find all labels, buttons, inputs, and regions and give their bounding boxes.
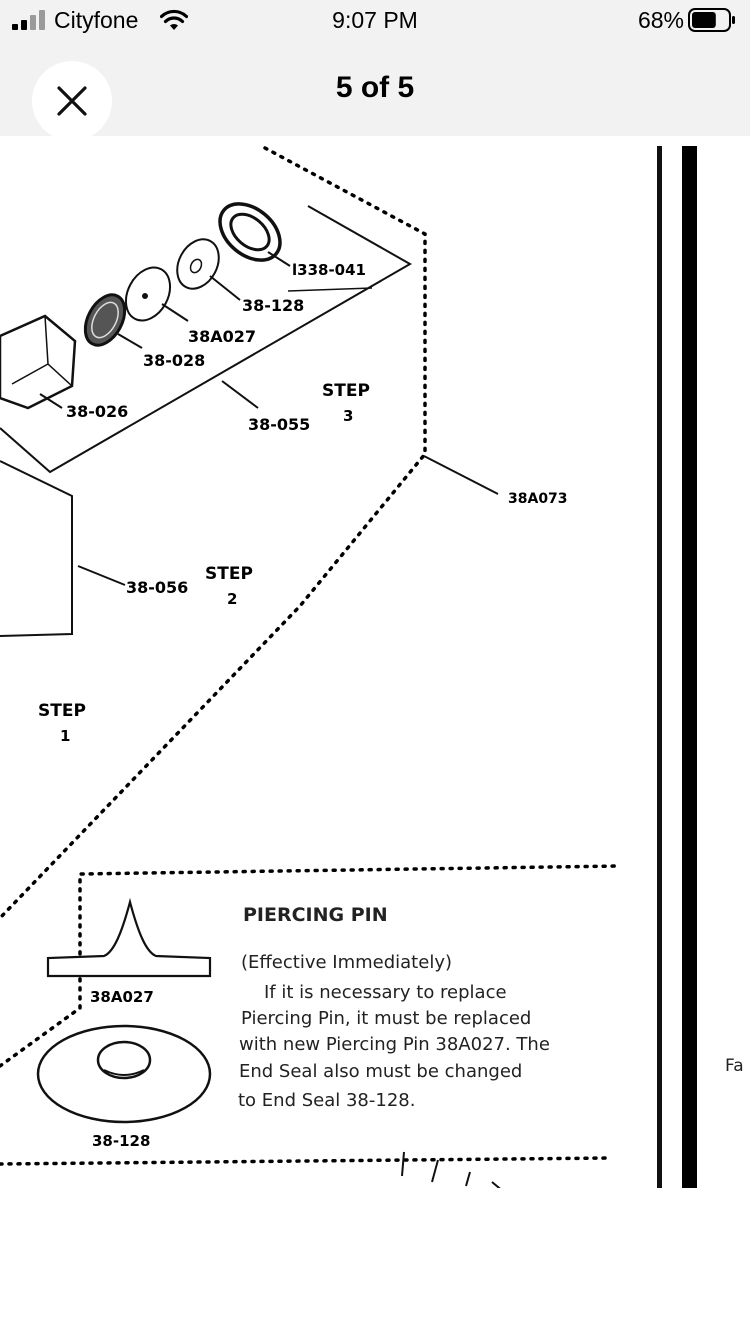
note-line-1: If it is necessary to replace	[264, 982, 507, 1003]
note-line-2: Piercing Pin, it must be replaced	[241, 1008, 532, 1029]
leader-lines	[39, 251, 499, 586]
close-button[interactable]	[32, 61, 112, 141]
piercing-pin-drawing	[46, 897, 212, 978]
battery-icon	[688, 8, 735, 32]
step1-number: 1	[60, 727, 70, 745]
parts-diagram: l338-041 38-128 38A027 38-028 38-026 38-…	[0, 146, 697, 1188]
step2-label: STEP	[205, 564, 253, 584]
part-label-38a027: 38A027	[188, 327, 256, 346]
step2-box	[0, 460, 73, 637]
note-line-4: End Seal also must be changed	[239, 1061, 523, 1082]
step2-number: 2	[227, 590, 237, 608]
clock: 9:07 PM	[332, 7, 418, 33]
page-border-thin	[657, 146, 662, 1188]
signal-icon	[12, 10, 45, 30]
page-counter-title: 5 of 5	[335, 71, 415, 104]
part-label-38-028: 38-028	[143, 351, 205, 370]
retaining-ring-part	[218, 202, 282, 262]
step3-number: 3	[343, 407, 353, 425]
battery-percentage: 68%	[637, 7, 684, 33]
step3-tray	[0, 205, 413, 474]
status-bar: Cityfone 9:07 PM 68%	[0, 0, 750, 44]
note-line-5: to End Seal 38-128.	[238, 1090, 416, 1111]
part-label-38-055: 38-055	[248, 415, 310, 434]
part-label-338-041: l338-041	[292, 261, 366, 279]
step1-label: STEP	[38, 701, 86, 721]
part-label-38a073: 38A073	[508, 491, 568, 507]
viewer-header: 5 of 5	[0, 44, 750, 141]
part-label-38-128: 38-128	[242, 296, 304, 315]
step3-label: STEP	[322, 381, 370, 401]
piercing-pin-part	[124, 266, 172, 322]
end-seal-drawing	[36, 1024, 212, 1124]
note-heading: PIERCING PIN	[243, 904, 388, 926]
close-icon	[57, 86, 87, 116]
pin-drawing-label: 38A027	[90, 988, 154, 1006]
end-seal-part	[176, 238, 220, 290]
document-image[interactable]: l338-041 38-128 38A027 38-028 38-026 38-…	[0, 136, 750, 1188]
mesh-screen-part	[83, 293, 127, 347]
hex-nut-part	[0, 314, 77, 410]
note-subheading: (Effective Immediately)	[241, 952, 452, 973]
part-label-38-056: 38-056	[126, 578, 188, 597]
wifi-icon	[160, 9, 188, 30]
edge-text: Fa	[725, 1056, 744, 1076]
seal-drawing-label: 38-128	[92, 1132, 150, 1150]
note-line-3: with new Piercing Pin 38A027. The	[239, 1034, 550, 1055]
part-label-38-026: 38-026	[66, 402, 128, 421]
carrier-name: Cityfone	[54, 7, 139, 33]
page-border-thick	[682, 146, 697, 1188]
